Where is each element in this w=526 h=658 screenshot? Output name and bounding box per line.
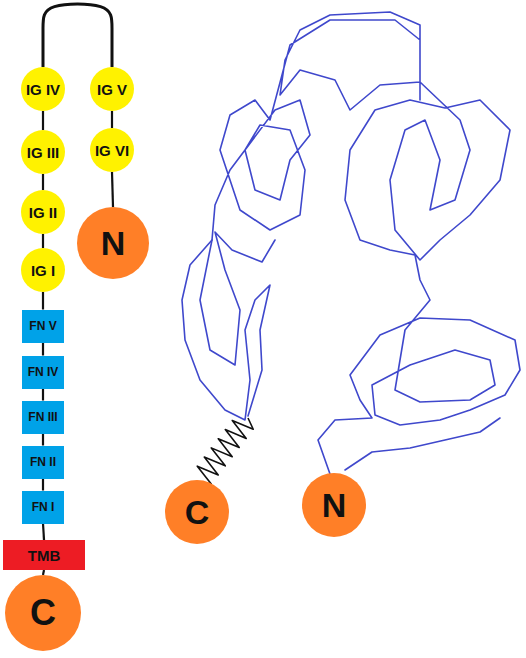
domain-label: IG II (29, 205, 57, 220)
domain-label: C (30, 595, 56, 631)
fn-domain-box: FN III (22, 401, 64, 434)
ig-domain-circle: IG VI (90, 128, 134, 172)
domain-label: IG III (27, 145, 60, 160)
terminus-circle: N (77, 207, 149, 279)
terminus-circle: C (5, 575, 81, 651)
ribbon-trace (345, 418, 500, 470)
domain-label: TMB (28, 548, 61, 563)
ig-domain-circle: IG II (21, 190, 65, 234)
fn-domain-box: FN IV (22, 356, 64, 389)
fn-domain-box: FN II (22, 446, 64, 479)
domain-link (112, 172, 113, 207)
domain-link (42, 111, 44, 130)
domain-label: FN V (29, 320, 56, 332)
terminus-circle: C (165, 480, 229, 544)
domain-link (43, 4, 112, 67)
domain-label: IG V (97, 82, 127, 97)
fn-domain-box: FN I (22, 491, 64, 524)
domain-label: N (101, 226, 126, 260)
domain-label: FN I (32, 501, 55, 513)
domain-link (42, 479, 44, 491)
domain-link (42, 292, 44, 310)
ig-domain-circle: IG IV (21, 67, 65, 111)
transmembrane-box: TMB (3, 540, 85, 570)
ribbon-trace (182, 12, 520, 474)
domain-link (42, 174, 44, 190)
domain-link (42, 389, 44, 401)
domain-link (42, 234, 44, 248)
domain-label: IG VI (95, 143, 129, 158)
domain-label: N (322, 488, 347, 522)
domain-label: FN IV (28, 366, 59, 378)
fn-domain-box: FN V (22, 310, 64, 343)
domain-label: FN III (28, 411, 57, 423)
ribbon-trace (200, 232, 275, 365)
domain-label: FN II (30, 456, 56, 468)
domain-link (43, 524, 44, 541)
domain-label: IG IV (26, 82, 60, 97)
domain-label: IG I (31, 263, 55, 278)
ig-domain-circle: IG V (90, 67, 134, 111)
terminus-circle: N (302, 473, 366, 537)
ig-domain-circle: IG I (21, 248, 65, 292)
domain-label: C (185, 495, 210, 529)
domain-link (42, 434, 44, 446)
ig-domain-circle: IG III (21, 130, 65, 174)
domain-link (111, 111, 113, 128)
linker-spring (197, 418, 253, 484)
domain-link (42, 343, 44, 356)
